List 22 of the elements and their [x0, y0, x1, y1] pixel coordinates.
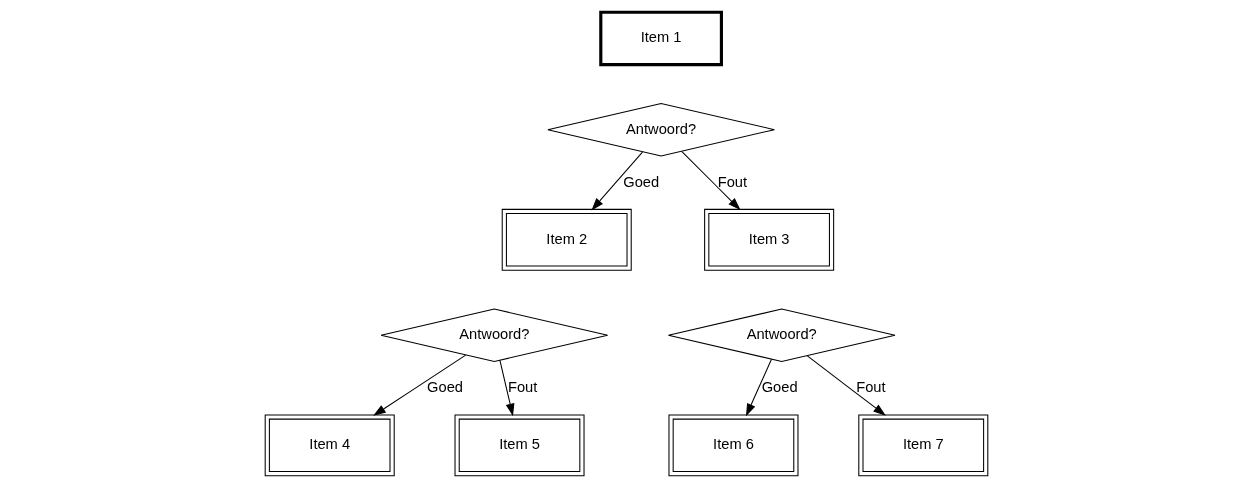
arrow — [499, 359, 515, 417]
node-box: Item 3 — [704, 208, 835, 271]
arrow — [746, 358, 772, 417]
node-box: Item 6 — [668, 414, 799, 477]
edge-label: Goed — [623, 173, 660, 190]
edge-label: Fout — [717, 173, 748, 190]
node-box: Item 7 — [858, 414, 989, 477]
node-box: Item 4 — [264, 414, 395, 477]
arrow — [373, 354, 467, 416]
node-box: Item 2 — [501, 208, 632, 271]
edge-label: Fout — [507, 379, 538, 396]
arrow — [681, 151, 741, 211]
node-diamond: Antwoord? — [547, 102, 775, 157]
edge-label: Goed — [761, 379, 798, 396]
node-box: Item 1 — [599, 10, 723, 67]
edge-label: Fout — [856, 379, 886, 396]
arrow — [591, 151, 643, 211]
edge-label: Goed — [427, 379, 464, 396]
arrow — [806, 355, 886, 416]
node-diamond: Antwoord? — [380, 308, 609, 362]
node-diamond: Antwoord? — [667, 308, 896, 362]
node-box: Item 5 — [454, 414, 585, 477]
